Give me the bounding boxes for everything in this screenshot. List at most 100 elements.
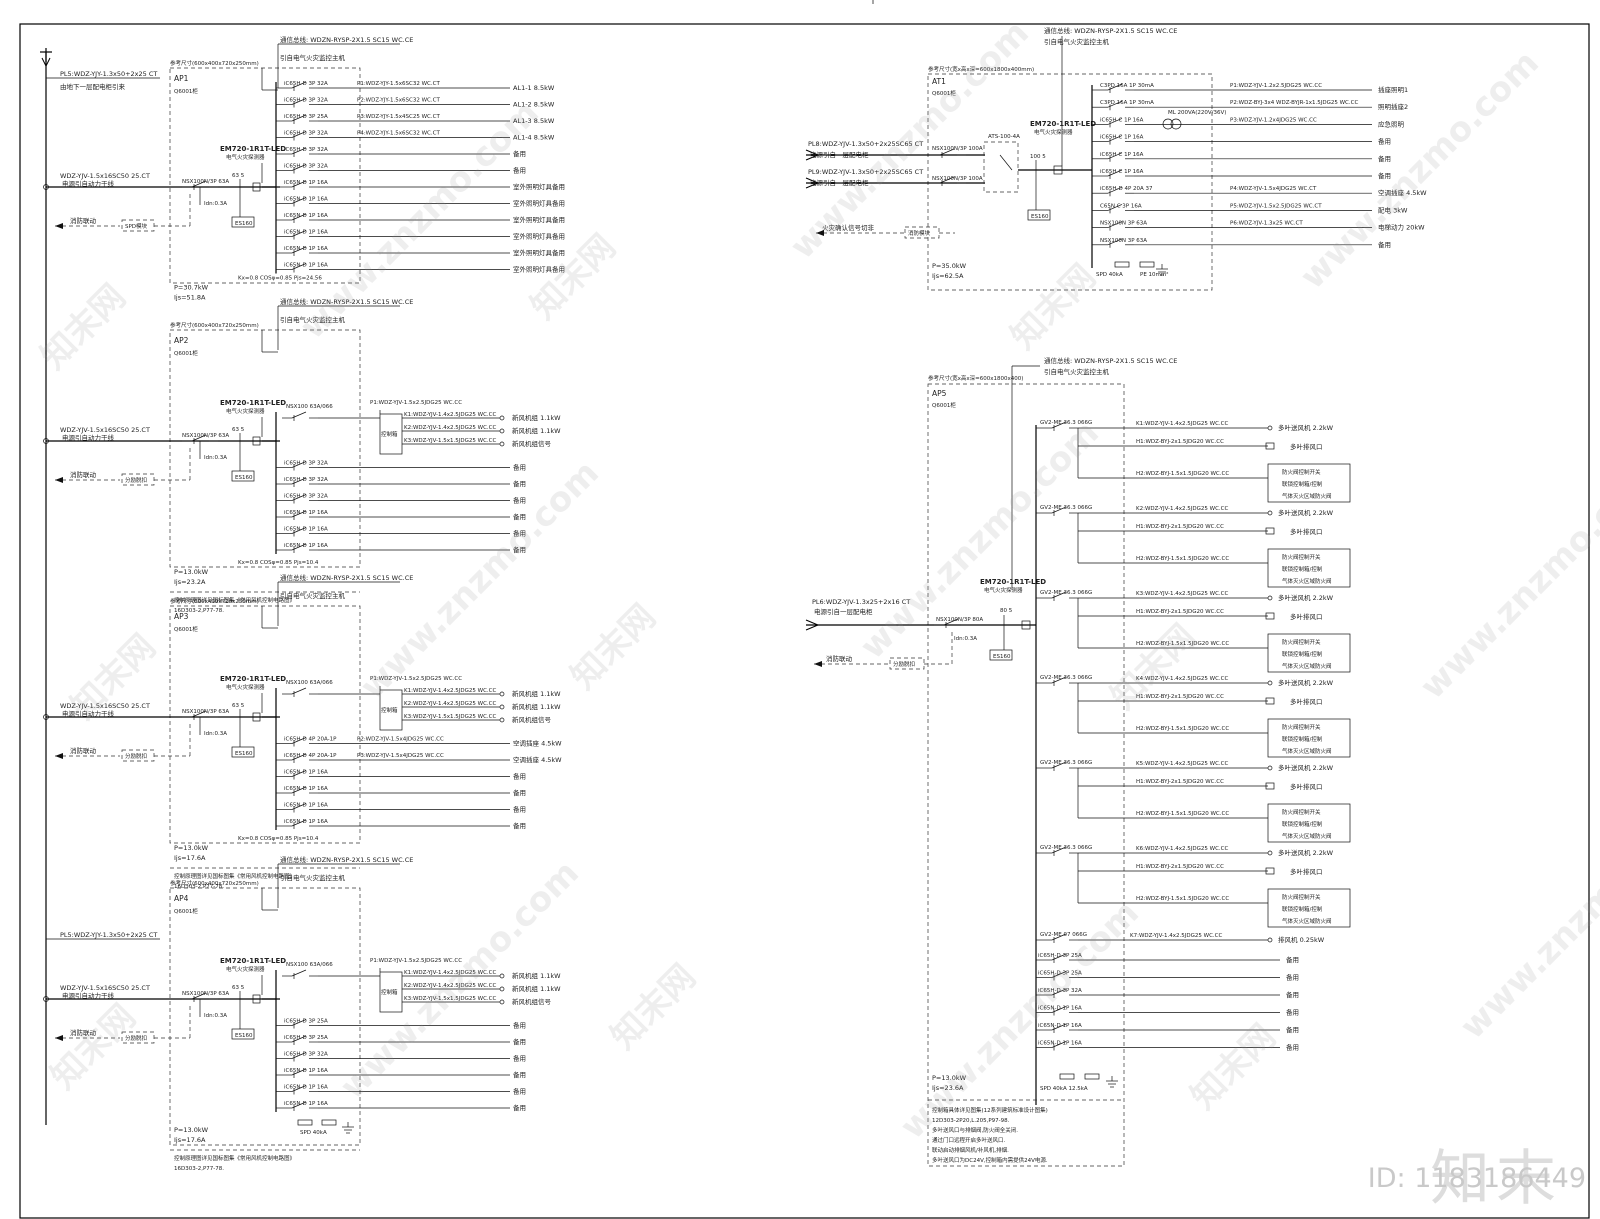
fan-cable: K3:WDZ-YJV-1.4x2.5JDG25 WC.CC (1136, 591, 1229, 597)
ats-label: ATS-100-4A (988, 134, 1020, 140)
panel-note: 16D303-2,P77-78. (174, 1166, 224, 1172)
branch-breaker: iC65H-D 3P 25A (1038, 971, 1082, 977)
damper-box-line: 联锁控制箱/控制 (1282, 565, 1323, 573)
load-terminal (1267, 765, 1273, 771)
branch-load: 配电 3kW (1378, 205, 1408, 214)
incomer-source: 电源引自一层配电柜 (810, 178, 869, 187)
branch-breaker: iC65N-D 1P 16A (284, 263, 328, 269)
branch-breaker: iC65N-D 1P 16A (284, 543, 328, 549)
signal-cable: H1:WDZ-BYJ-2x1.5JDG20 WC.CC (1136, 524, 1224, 530)
panel-note: 16D303-2,P77-78. (174, 884, 224, 890)
fan-load: 多叶送风机 2.2kW (1278, 763, 1334, 772)
ct-ratio: 63 5 (232, 703, 245, 709)
total-power: P=13.0kW (174, 844, 209, 852)
em-device (1021, 620, 1031, 630)
branch-load: 室外照明灯具备用 (513, 182, 565, 191)
ct-ratio: 100 5 (1030, 154, 1046, 160)
fire-module-label: 分励脱扣 (125, 752, 147, 760)
branch-load: 备用 (1378, 171, 1391, 180)
valve-icon (1265, 527, 1275, 535)
branch-load: 备用 (513, 1021, 526, 1030)
branch-breaker: iC65H-D 3P 32A (284, 131, 328, 137)
panel-note: 多叶送风口为DC24V,控制箱内需提供24V电源. (932, 1156, 1048, 1164)
fan-switch: GV2-ME 36.3 066G (1040, 675, 1092, 681)
panel-enclosure (169, 887, 361, 1146)
damper-box-line: 气体灭火区域防火阀 (1282, 747, 1332, 755)
branch-breaker: NSX100N 3P 63A (1100, 238, 1147, 244)
feed-terminal (43, 714, 49, 720)
spd-element (1139, 261, 1155, 268)
fan-load: 多叶送风机 2.2kW (1278, 423, 1334, 432)
panel-dimensions: 参考尺寸(600x400x720x250mm) (170, 879, 259, 887)
fire-linkage-label: 消防联动 (70, 746, 97, 755)
fire-module-box (121, 473, 155, 486)
ct-ratio: 63 5 (232, 427, 245, 433)
branch-breaker: iC65H-C 1P 16A (1100, 135, 1144, 141)
control-load-cable: K2:WDZ-YJV-1.4x2.5JDG25 WC.CC (404, 983, 497, 989)
control-load-name: 新风机组 1.1kW (512, 971, 561, 980)
panel-type: Q6001柜 (174, 625, 198, 633)
panel-name: AP1 (174, 74, 189, 83)
branch-breaker: iC65N-D 1P 16A (284, 1101, 328, 1107)
valve-label: 多叶排风口 (1290, 782, 1323, 791)
fan-switch: GV2-ME 36.3 066G (1040, 590, 1092, 596)
branch-breaker: NSX100N 3P 63A (1100, 221, 1147, 227)
spd-element (1114, 261, 1130, 268)
feed-arrow-icon (805, 619, 820, 631)
distribution-panel: PL5:WDZ-YJY-1.3x50+2x25 CT由地下一层配电柜引来参考尺寸… (43, 35, 565, 302)
signal-cable: H2:WDZ-BYJ-1.5x1.5JDG20 WC.CC (1136, 896, 1229, 902)
damper-box-line: 防火阀控制开关 (1282, 468, 1321, 476)
branch-cable: P4:WDZ-YJV-1.5x4JDG25 WC.CT (1230, 186, 1317, 192)
panel-note: 控制原理图详见国标图集《常用风机控制电路图》 (174, 1154, 295, 1162)
em-description: 电气火灾探测器 (984, 586, 1023, 594)
fire-linkage-label: 消防联动 (70, 216, 97, 225)
signal-cable: H2:WDZ-BYJ-1.5x1.5JDG20 WC.CC (1136, 811, 1229, 817)
fire-linkage-label: 消防联动 (70, 1028, 97, 1037)
panel-dimensions: 参考尺寸(600x400x720x250mm) (170, 597, 259, 605)
branch-load: 备用 (513, 512, 526, 521)
branch-load: 备用 (513, 149, 526, 158)
damper-box-line: 气体灭火区域防火阀 (1282, 917, 1332, 925)
branch-breaker: iC65N-D 1P 16A (284, 197, 328, 203)
panel-enclosure (169, 67, 361, 284)
signal-cable: H2:WDZ-BYJ-1.5x1.5JDG20 WC.CC (1136, 471, 1229, 477)
branch-breaker: iC65N-D 1P 16A (284, 246, 328, 252)
transformer-coil (1170, 118, 1182, 130)
branch-breaker: iC65H-D 3P 32A (284, 494, 328, 500)
branch-load: 空调插座 4.5kW (513, 739, 562, 748)
calc-current: Ijs=17.6A (174, 1136, 206, 1144)
panel-type: Q6001柜 (174, 907, 198, 915)
branch-cable: P5:WDZ-YJV-1.5x2.5JDG25 WC.CT (1230, 203, 1322, 209)
fire-module-label: 消防模块 (908, 229, 931, 237)
ct-ratio: 80 5 (1000, 608, 1013, 614)
control-box (379, 971, 403, 1013)
damper-box-line: 气体灭火区域防火阀 (1282, 492, 1332, 500)
leakage-rating: Idn:0.3A (204, 731, 227, 737)
damper-box-line: 联锁控制箱/控制 (1282, 905, 1323, 913)
valve-label: 多叶排风口 (1290, 442, 1323, 451)
spd-label: ES160 (235, 1033, 253, 1039)
load-terminal (1267, 937, 1273, 943)
branch-breaker: iC65H-D 3P 32A (284, 477, 328, 483)
valve-icon (1265, 867, 1275, 875)
comm-bus-label: 通信总线: WDZN-RYSP-2X1.5 SC15 WC.CE (1044, 356, 1177, 365)
spd-element (1059, 1073, 1075, 1080)
panel-note: 多叶送风口与排烟阀,防火阀全关闭. (932, 1126, 1018, 1134)
branch-breaker: iC65N-D 1P 16A (284, 786, 328, 792)
branch-load: 备用 (513, 1087, 526, 1096)
fire-module-box (121, 749, 155, 762)
branch-breaker: iC65N-D 1P 16A (284, 180, 328, 186)
distribution-panel: PL5:WDZ-YJY-1.3x50+2x25 CT参考尺寸(600x400x7… (43, 855, 561, 1172)
fan-switch: GV2-ME 36.3 066G (1040, 760, 1092, 766)
fan-switch: GV2-ME 36.3 066G (1040, 845, 1092, 851)
control-switch: NSX100 63A/066 (286, 962, 333, 968)
em-description: 电气火灾探测器 (226, 153, 265, 161)
branch-load: 室外照明灯具备用 (513, 199, 565, 208)
branch-breaker: iC65H-C 1P 16A (1100, 152, 1144, 158)
branch-cable: P1:WDZ-YJY-1.5x6SC32 WC.CT (357, 81, 440, 87)
signal-cable: H1:WDZ-BYJ-2x1.5JDG20 WC.CC (1136, 779, 1224, 785)
